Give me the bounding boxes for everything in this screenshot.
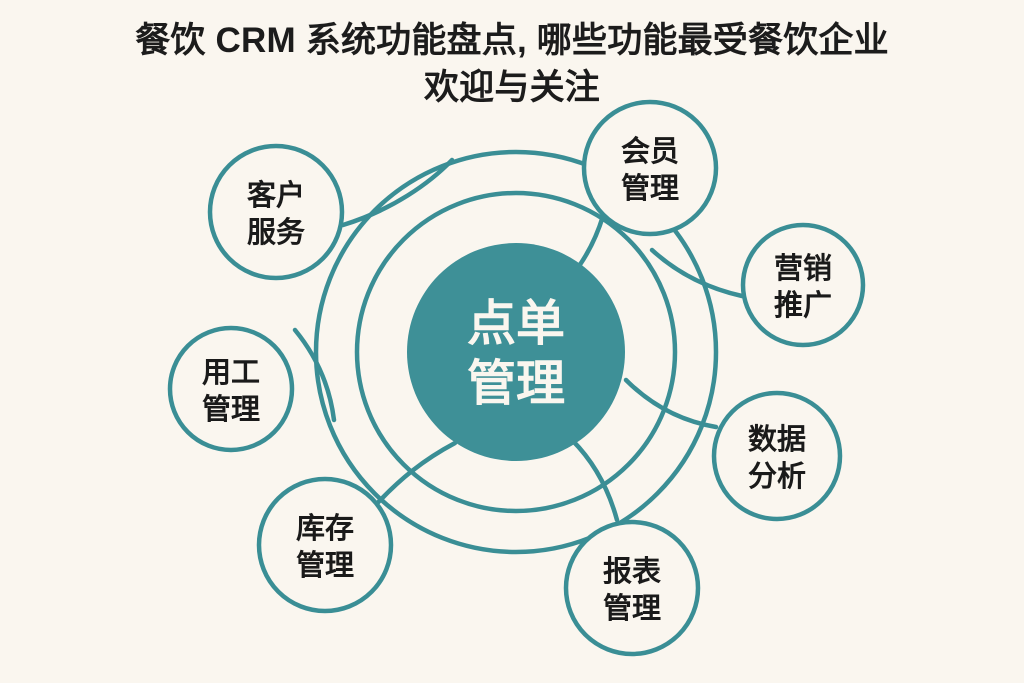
ring-inner — [354, 190, 678, 514]
node-labor-management-line-1: 用工 — [202, 357, 260, 389]
node-member-management-circle[interactable] — [581, 99, 719, 237]
node-inventory-management-line-2: 管理 — [296, 548, 354, 582]
node-report-management[interactable]: 报表 管理 — [563, 519, 701, 657]
node-inventory-management-line-1: 库存 — [296, 512, 354, 545]
connector-data-analysis — [623, 377, 719, 430]
title-line-1: 餐饮 CRM 系统功能盘点, 哪些功能最受餐饮企业 — [135, 21, 889, 60]
node-marketing-promotion[interactable]: 营销 推广 — [740, 222, 866, 348]
center-label-line-1: 点单 — [467, 297, 565, 351]
ring-outer — [313, 149, 719, 555]
node-report-management-line-1: 报表 — [603, 555, 661, 588]
node-customer-service[interactable]: 客户 服务 — [207, 143, 345, 281]
node-marketing-promotion-line-1: 营销 — [774, 252, 832, 285]
node-customer-service-line-1: 客户 — [247, 178, 305, 212]
connector-labor-management — [292, 327, 337, 423]
title-line-2: 欢迎与关注 — [423, 67, 600, 107]
node-labor-management-circle[interactable] — [167, 325, 295, 453]
node-customer-service-circle[interactable] — [207, 143, 345, 281]
node-inventory-management-circle[interactable] — [256, 476, 394, 614]
node-report-management-circle[interactable] — [563, 519, 701, 657]
node-customer-service-line-2: 服务 — [247, 216, 305, 249]
connector-report-management — [569, 437, 620, 523]
node-data-analysis-line-2: 分析 — [748, 460, 806, 493]
node-data-analysis[interactable]: 数据 分析 — [711, 390, 843, 522]
node-marketing-promotion-line-2: 推广 — [774, 289, 832, 322]
center-node-circle[interactable] — [407, 243, 625, 461]
connector-marketing-promotion — [649, 247, 745, 299]
node-member-management-line-1: 会员 — [621, 135, 679, 168]
node-data-analysis-line-1: 数据 — [748, 423, 806, 456]
node-data-analysis-circle[interactable] — [711, 390, 843, 522]
center-label-line-2: 管理 — [467, 357, 565, 411]
node-member-management[interactable]: 会员 管理 — [581, 99, 719, 237]
node-inventory-management[interactable]: 库存 管理 — [256, 476, 394, 614]
node-labor-management-line-2: 管理 — [202, 392, 260, 426]
page-title: 餐饮 CRM 系统功能盘点, 哪些功能最受餐饮企业 欢迎与关注 — [0, 18, 1024, 111]
node-marketing-promotion-circle[interactable] — [740, 222, 866, 348]
node-labor-management[interactable]: 用工 管理 — [167, 325, 295, 453]
node-member-management-line-2: 管理 — [621, 171, 679, 205]
node-report-management-line-2: 管理 — [603, 591, 661, 625]
